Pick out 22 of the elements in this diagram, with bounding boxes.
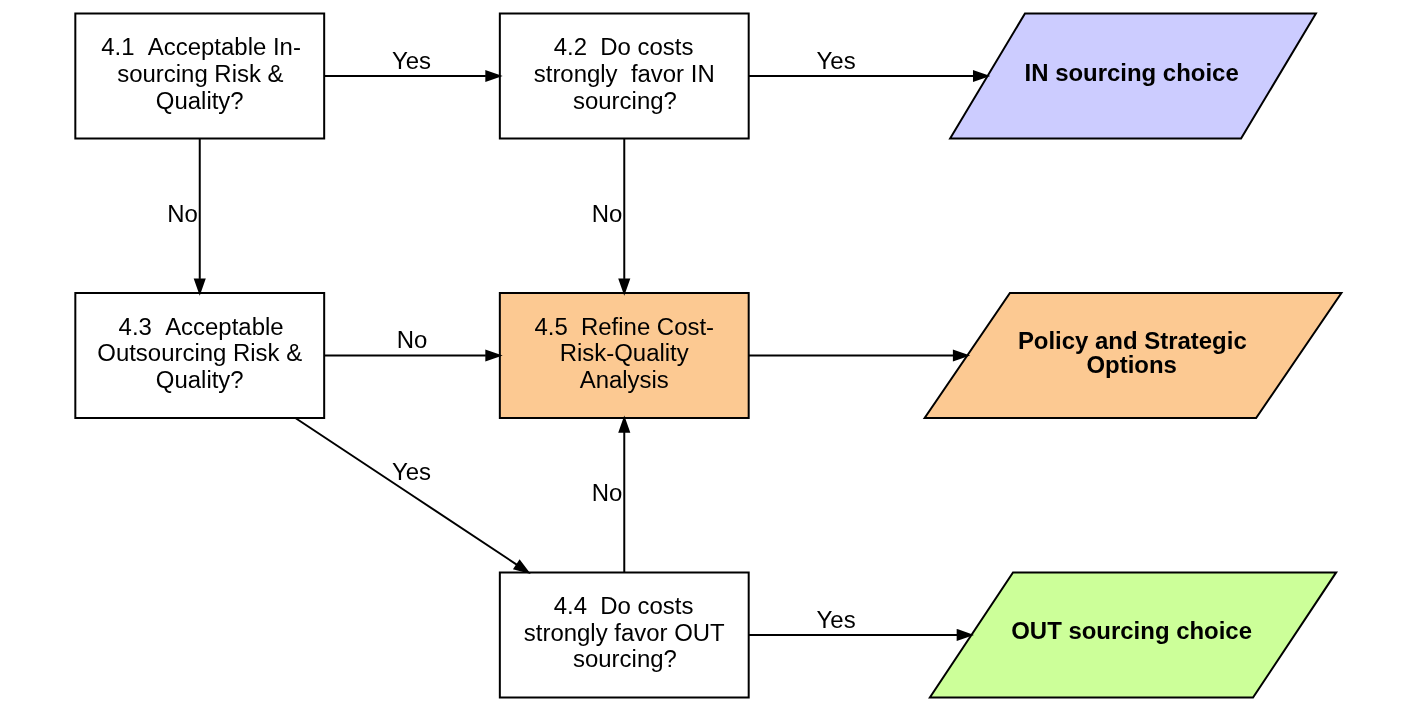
edge-label: No <box>591 199 622 227</box>
arrow <box>747 349 970 362</box>
node-box: 4.5 Refine Cost-Risk-Quality Analysis <box>498 291 750 420</box>
arrow <box>617 415 630 574</box>
edge-label: Yes <box>391 457 431 485</box>
edge-label: Yes <box>816 605 856 633</box>
edge-label: No <box>396 326 427 354</box>
arrow <box>322 349 503 362</box>
node-box: 4.3 Acceptable Outsourcing Risk & Quality? <box>73 291 325 420</box>
edge-label: Yes <box>816 46 856 74</box>
edge-label: No <box>591 479 622 507</box>
node-box: 4.2 Do costs strongly favor IN sourcing? <box>498 12 750 140</box>
node-box: 4.4 Do costs strongly favor OUT sourcing? <box>498 571 750 699</box>
arrow <box>322 69 503 83</box>
node-box: 4.1 Acceptable In-sourcing Risk & Quality? <box>73 12 325 140</box>
edge-label: Yes <box>391 46 431 74</box>
arrow <box>617 138 630 296</box>
arrow <box>747 628 974 642</box>
edge-label: No <box>166 199 198 227</box>
arrow <box>294 417 531 574</box>
arrow <box>193 138 206 296</box>
arrow <box>747 69 990 83</box>
